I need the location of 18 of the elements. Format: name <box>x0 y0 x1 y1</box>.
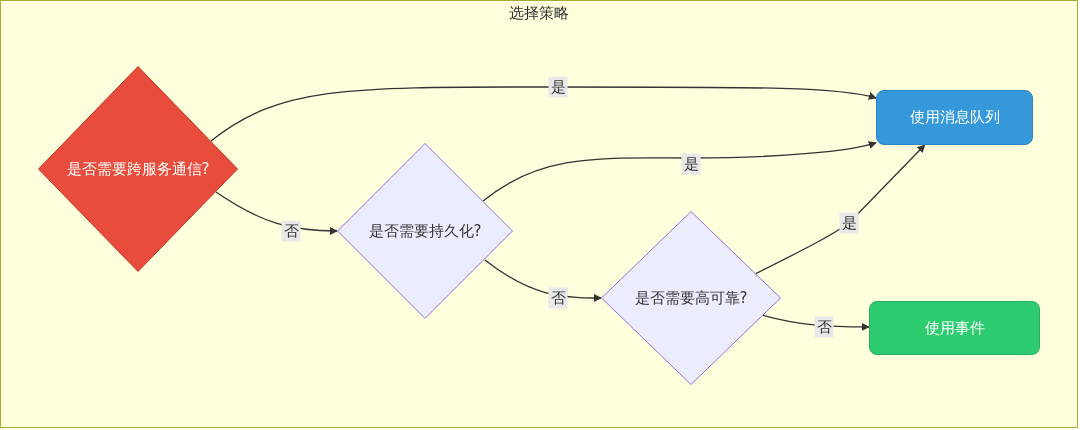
arrow <box>762 314 870 331</box>
arrow <box>482 140 877 202</box>
arrow <box>484 259 602 302</box>
edge-label: 是 <box>839 212 859 234</box>
edge-label: 否 <box>814 316 834 338</box>
edge-label: 否 <box>548 287 568 309</box>
action-box: 使用消息队列 <box>876 90 1033 145</box>
decision-diamond: 是否需要持久化? <box>337 143 513 319</box>
decision-diamond: 是否需要高可靠? <box>601 211 781 385</box>
action-box: 使用事件 <box>869 301 1040 355</box>
edge-label: 是 <box>681 153 701 175</box>
arrow <box>755 144 926 275</box>
group-title: 选择策略 <box>509 4 569 23</box>
arrow <box>210 86 877 142</box>
edge-label: 否 <box>281 220 301 242</box>
decision-diamond: 是否需要跨服务通信? <box>38 66 238 272</box>
arrow <box>215 191 338 235</box>
edge-label: 是 <box>548 76 568 98</box>
